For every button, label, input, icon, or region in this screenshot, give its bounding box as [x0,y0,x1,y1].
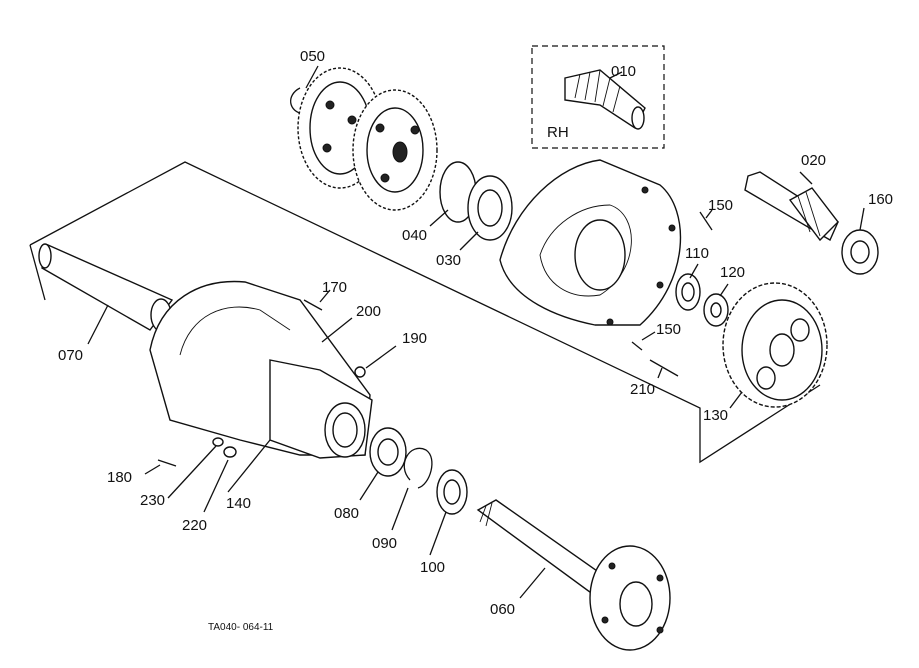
part-020-shaft [744,171,839,242]
callout-040: 040 [402,227,427,244]
drawing-code: TA040- 064-11 [208,622,274,633]
callout-140: 140 [226,495,251,512]
rh-detail-box [531,45,665,149]
callout-010: 010 [611,63,636,80]
callout-070: 070 [58,347,83,364]
callout-160: 160 [868,191,893,208]
part-170-bolt [303,299,323,311]
assembly-frame-outline [29,161,821,464]
clutch-plate-front [352,89,438,211]
part-210-stud [649,359,679,377]
callout-180: 180 [107,469,132,486]
callout-210: 210 [630,381,655,398]
part-180-bolt [157,459,177,467]
callout-170: 170 [322,279,347,296]
callout-190: 190 [402,330,427,347]
part-150-stud-lower [631,341,643,351]
callout-150-lower: 150 [656,321,681,338]
part-130-gear [722,282,828,408]
callout-100: 100 [420,559,445,576]
callout-030: 030 [436,252,461,269]
part-070-tube [38,243,174,332]
rh-box-label: RH [547,124,569,141]
callout-220: 220 [182,517,207,534]
part-110-bearing [675,273,701,311]
callout-110: 110 [685,245,709,262]
part-030-bearing [467,175,513,241]
part-220-nut [223,446,237,458]
part-140-final-case [149,280,373,459]
callout-020: 020 [801,152,826,169]
callout-120: 120 [720,264,745,281]
callout-150-upper: 150 [708,197,733,214]
callout-230: 230 [140,492,165,509]
case-cover-plate [499,159,682,326]
callout-130: 130 [703,407,728,424]
callout-050: 050 [300,48,325,65]
part-150-stud-upper [699,211,713,231]
callout-060: 060 [490,601,515,618]
leader-lines [87,65,865,599]
frame-left-edge [29,244,46,301]
part-120-collar [703,293,729,327]
part-010-shaft [564,69,646,130]
part-060-axle [476,499,671,651]
part-160-bearing [841,229,879,275]
callout-080: 080 [334,505,359,522]
part-080-bearing [369,427,407,477]
callout-200: 200 [356,303,381,320]
part-190-plug [354,366,366,378]
part-230-washer [212,437,224,447]
callout-090: 090 [372,535,397,552]
part-090-snap-ring [403,447,433,489]
part-100-seal [436,469,468,515]
